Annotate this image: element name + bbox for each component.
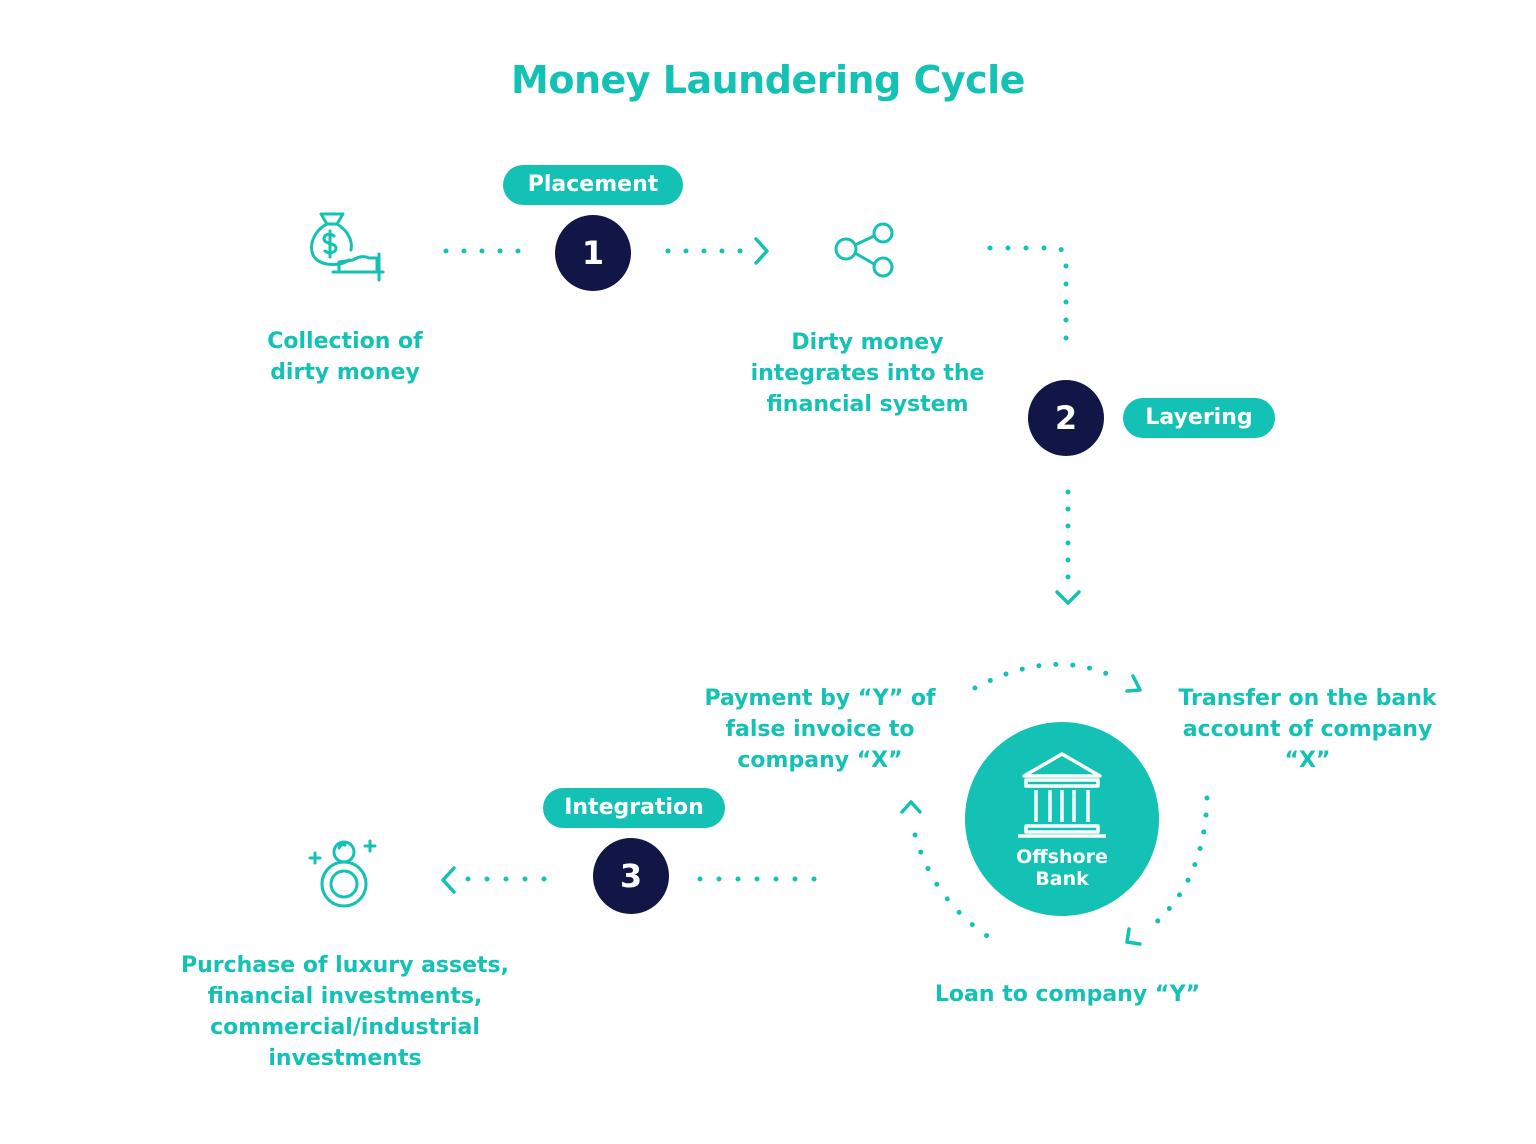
payment-line: false invoice to bbox=[725, 717, 915, 742]
collection-label: Collection of dirty money bbox=[230, 326, 460, 388]
integrates-line: financial system bbox=[766, 392, 969, 417]
loan-label: Loan to company “Y” bbox=[934, 982, 1201, 1007]
payment-line: company “X” bbox=[737, 748, 903, 773]
payment-label: Payment by “Y” of false invoice to compa… bbox=[690, 683, 950, 776]
arrow-head-bottom-cycle bbox=[1125, 927, 1142, 946]
arrow-head-right-1 bbox=[754, 237, 769, 265]
stage-layering-pill: Layering bbox=[1123, 398, 1275, 438]
transfer-line: “X” bbox=[1284, 748, 1331, 773]
collection-line: dirty money bbox=[270, 360, 420, 385]
payment-line: Payment by “Y” of bbox=[704, 686, 936, 711]
connector-integrates-to-2 bbox=[987, 245, 1069, 353]
offshore-bank-label: Offshore Bank bbox=[965, 846, 1159, 890]
integrates-label: Dirty money integrates into the financia… bbox=[730, 327, 1005, 420]
cycle-arc-top bbox=[972, 661, 1123, 691]
purchase-line: investments bbox=[268, 1046, 422, 1071]
cycle-arc-left bbox=[912, 832, 1001, 946]
transfer-label: Transfer on the bank account of company … bbox=[1160, 683, 1455, 776]
bank-label-line: Offshore bbox=[1016, 846, 1108, 868]
purchase-line: Purchase of luxury assets, bbox=[180, 953, 510, 978]
transfer-line: Transfer on the bank bbox=[1178, 686, 1437, 711]
collection-line: Collection of bbox=[267, 329, 423, 354]
arrow-head-down-2 bbox=[1055, 590, 1081, 605]
integrates-line: integrates into the bbox=[750, 361, 985, 386]
page-title: Money Laundering Cycle bbox=[511, 58, 1025, 102]
stage-integration-pill: Integration bbox=[543, 788, 725, 828]
bank-building-icon bbox=[1018, 752, 1106, 838]
integrates-line: Dirty money bbox=[791, 330, 944, 355]
offshore-bank-circle bbox=[965, 722, 1159, 916]
purchase-line: financial investments, bbox=[207, 984, 483, 1009]
stage-2-badge: 2 bbox=[1028, 380, 1104, 456]
bank-label-line: Bank bbox=[1035, 868, 1089, 890]
arrow-head-left-cycle bbox=[900, 800, 922, 814]
diamond-ring-icon bbox=[306, 836, 380, 912]
cycle-arc-right bbox=[1142, 795, 1210, 935]
transfer-line: account of company bbox=[1182, 717, 1433, 742]
share-network-icon bbox=[834, 222, 896, 280]
purchase-line: commercial/industrial bbox=[210, 1015, 480, 1040]
stage-1-badge: 1 bbox=[555, 215, 631, 291]
purchase-label: Purchase of luxury assets, financial inv… bbox=[160, 950, 530, 1074]
money-bag-hand-icon bbox=[303, 210, 385, 286]
stage-placement-pill: Placement bbox=[503, 165, 683, 205]
arrow-head-top-cycle bbox=[1125, 674, 1142, 693]
arrow-head-left-3 bbox=[441, 866, 456, 894]
stage-3-badge: 3 bbox=[593, 838, 669, 914]
